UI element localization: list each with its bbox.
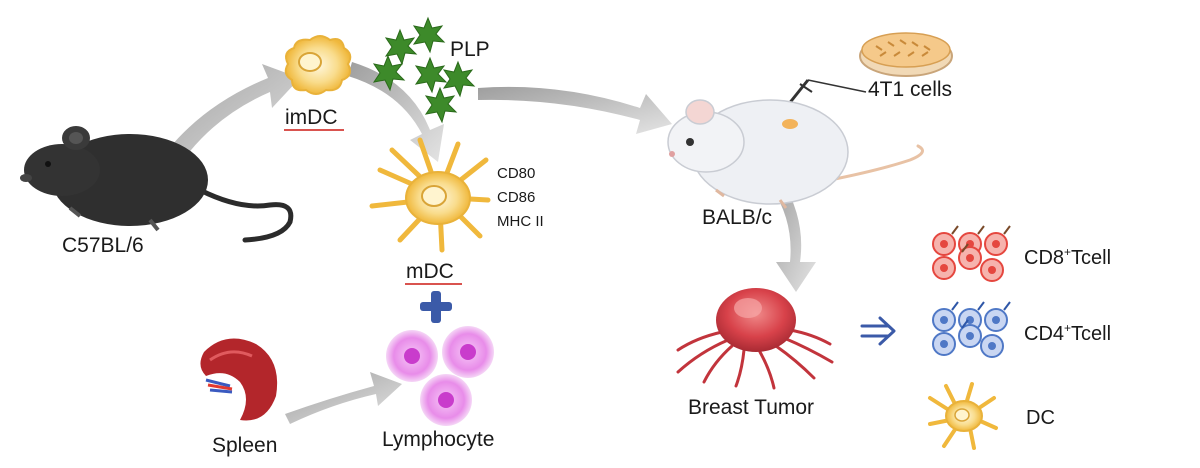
- lymphocyte-cells: [386, 326, 494, 426]
- label-dc: DC: [1026, 407, 1055, 429]
- label-spleen: Spleen: [212, 434, 277, 457]
- arrow-plp-to-balbc: [478, 86, 672, 134]
- arrow-spleen-to-lymphocyte: [285, 372, 402, 424]
- arrow-imdc-to-mdc: [348, 62, 444, 162]
- label-lymphocyte: Lymphocyte: [382, 428, 494, 451]
- petri-dish-4t1: [859, 32, 953, 77]
- label-4t1-cells: 4T1 cells: [868, 78, 952, 101]
- arrow-balbc-to-tumor: [772, 180, 816, 292]
- label-c57bl6: C57BL/6: [62, 234, 144, 257]
- imdc-cell: [284, 35, 352, 95]
- label-marker-mhcii: MHC II: [497, 213, 544, 230]
- plus-icon: [420, 291, 452, 323]
- label-plp: PLP: [450, 38, 490, 61]
- label-marker-cd86: CD86: [497, 189, 535, 206]
- cd4-tcells: [932, 301, 1011, 358]
- cd8-tcells: [932, 225, 1011, 282]
- label-marker-cd80: CD80: [497, 165, 535, 182]
- c57bl6-mouse: [20, 126, 294, 243]
- label-mdc: mDC: [406, 260, 454, 283]
- label-imdc: imDC: [285, 106, 338, 129]
- plp-particles: [372, 16, 476, 124]
- dc-cell-small: [928, 382, 998, 450]
- balbc-mouse: [667, 99, 924, 209]
- label-balbc: BALB/c: [702, 206, 772, 229]
- double-arrow-icon: [860, 316, 896, 346]
- breast-tumor: [676, 288, 834, 390]
- spleen-organ: [200, 338, 278, 421]
- label-cd4-tcell: CD4+Tcell: [1024, 321, 1111, 345]
- label-breast-tumor: Breast Tumor: [688, 396, 814, 419]
- label-cd8-tcell: CD8+Tcell: [1024, 245, 1111, 269]
- mdc-cell: [369, 137, 491, 253]
